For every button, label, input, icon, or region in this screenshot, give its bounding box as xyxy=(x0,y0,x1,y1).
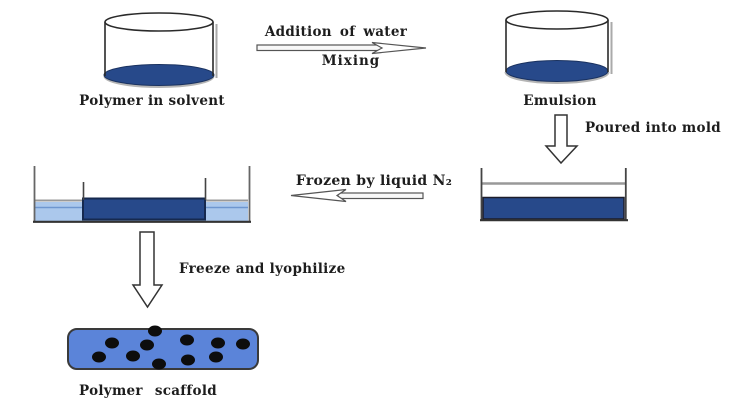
pore-dot xyxy=(152,358,166,370)
pore-dot xyxy=(209,351,223,363)
scaffold-pores xyxy=(92,325,250,370)
pore-dot xyxy=(140,339,154,351)
pore-dot xyxy=(211,337,225,349)
right-arrow-icon xyxy=(256,41,427,55)
polymer-scaffold-label: Polymer scaffold xyxy=(78,383,217,399)
down-arrow-poured-icon xyxy=(544,114,579,165)
pore-dot xyxy=(236,338,250,350)
pore-dot xyxy=(148,325,162,337)
mold-poured xyxy=(480,168,628,222)
addition-of-water-label: Addition of water xyxy=(264,24,408,40)
pore-dot xyxy=(180,334,194,346)
polymer-scaffold-shape xyxy=(67,325,259,370)
pore-dot xyxy=(105,337,119,349)
down-arrow-freeze-icon xyxy=(131,231,164,309)
pore-dot xyxy=(92,351,106,363)
beaker-emulsion xyxy=(504,10,613,84)
mixing-label: Mixing xyxy=(321,53,381,69)
mold-frozen xyxy=(33,166,251,223)
mold-poured-liquid xyxy=(482,196,625,220)
pore-dot xyxy=(126,350,140,362)
freeze-and-lyophilize-label: Freeze and lyophilize xyxy=(179,261,346,277)
polymer-liquid xyxy=(103,64,215,86)
frozen-polymer-block xyxy=(82,197,206,221)
left-arrow-icon xyxy=(290,188,424,203)
frozen-by-liquid-n2-label: Frozen by liquid N₂ xyxy=(295,173,453,189)
polymer-in-solvent-label: Polymer in solvent xyxy=(79,93,225,109)
emulsion-label: Emulsion xyxy=(523,93,597,109)
pore-dot xyxy=(181,354,195,366)
beaker-polymer-in-solvent xyxy=(103,12,218,88)
poured-into-mold-label: Poured into mold xyxy=(585,120,721,136)
emulsion-liquid xyxy=(505,60,609,82)
